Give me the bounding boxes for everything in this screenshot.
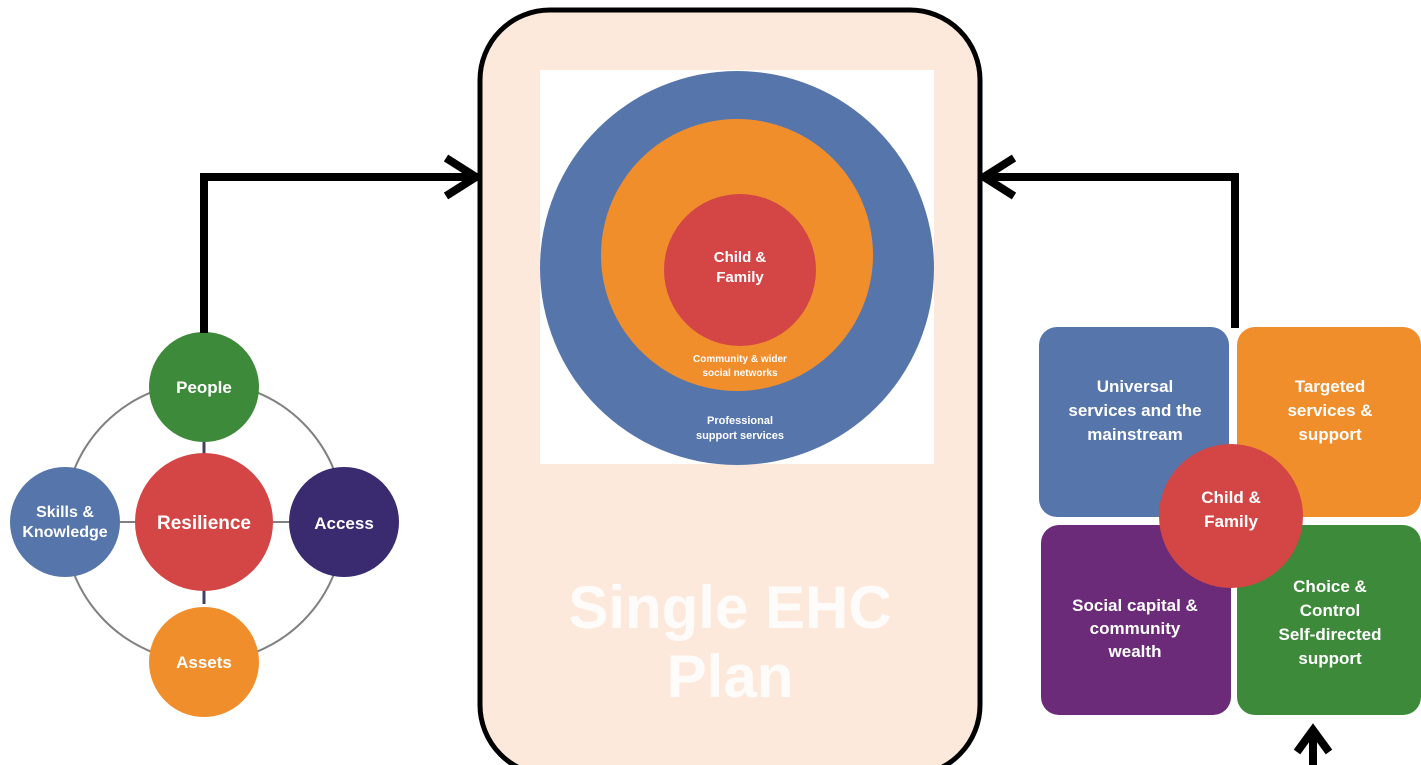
universal-line2: services and the <box>1068 401 1201 420</box>
choice-control-tile <box>1237 525 1421 715</box>
access-node: Access <box>289 467 399 577</box>
choice-control-line2: Control <box>1300 601 1360 620</box>
arrowhead-up <box>1293 723 1333 755</box>
choice-control-line3: Self-directed <box>1279 625 1382 644</box>
people-label: People <box>176 378 232 397</box>
bottom-up-arrow <box>1293 723 1333 765</box>
people-node: People <box>149 332 259 442</box>
resilience-node: Resilience <box>135 453 273 591</box>
choice-control-line4: support <box>1298 649 1362 668</box>
resilience-label: Resilience <box>157 513 251 534</box>
target-outer-line2: support services <box>696 430 784 442</box>
skills-label-line2: Knowledge <box>22 524 107 541</box>
target-outer-line1: Professional <box>707 415 773 427</box>
quadrant-center-line2: Family <box>1204 512 1258 531</box>
universal-line1: Universal <box>1097 377 1174 396</box>
single-ehc-plan-panel: Child & Family Community & wider social … <box>477 7 983 765</box>
target-inner-line2: Family <box>716 269 764 286</box>
panel-title-line1: Single EHC <box>568 574 891 641</box>
child-family-center <box>1159 444 1303 588</box>
arrowhead-right <box>443 154 484 200</box>
social-capital-tile <box>1041 525 1231 715</box>
resilience-diagram: People Skills & Knowledge Access Assets … <box>10 332 399 717</box>
social-capital-line3: wealth <box>1108 642 1162 661</box>
support-quadrants: Universal services and the mainstream Ta… <box>1039 327 1421 715</box>
assets-node: Assets <box>149 607 259 717</box>
target-diagram: Child & Family Community & wider social … <box>540 71 934 465</box>
skills-label-line1: Skills & <box>36 504 94 521</box>
child-family-core <box>664 194 816 346</box>
universal-line3: mainstream <box>1087 425 1182 444</box>
targeted-line2: services & <box>1287 401 1372 420</box>
targeted-line1: Targeted <box>1295 377 1366 396</box>
target-middle-line2: social networks <box>702 368 777 379</box>
targeted-line3: support <box>1298 425 1362 444</box>
social-capital-line1: Social capital & <box>1072 596 1198 615</box>
quadrant-center-line1: Child & <box>1201 488 1261 507</box>
arrowhead-left <box>976 154 1017 200</box>
access-label: Access <box>314 514 374 533</box>
panel-title-line2: Plan <box>667 643 794 710</box>
right-arrow <box>976 154 1239 328</box>
target-inner-line1: Child & <box>714 249 767 266</box>
skills-knowledge-node: Skills & Knowledge <box>10 467 120 577</box>
target-middle-line1: Community & wider <box>693 354 787 365</box>
assets-label: Assets <box>176 653 232 672</box>
choice-control-line1: Choice & <box>1293 577 1367 596</box>
left-arrow <box>200 154 484 333</box>
social-capital-line2: community <box>1090 619 1181 638</box>
